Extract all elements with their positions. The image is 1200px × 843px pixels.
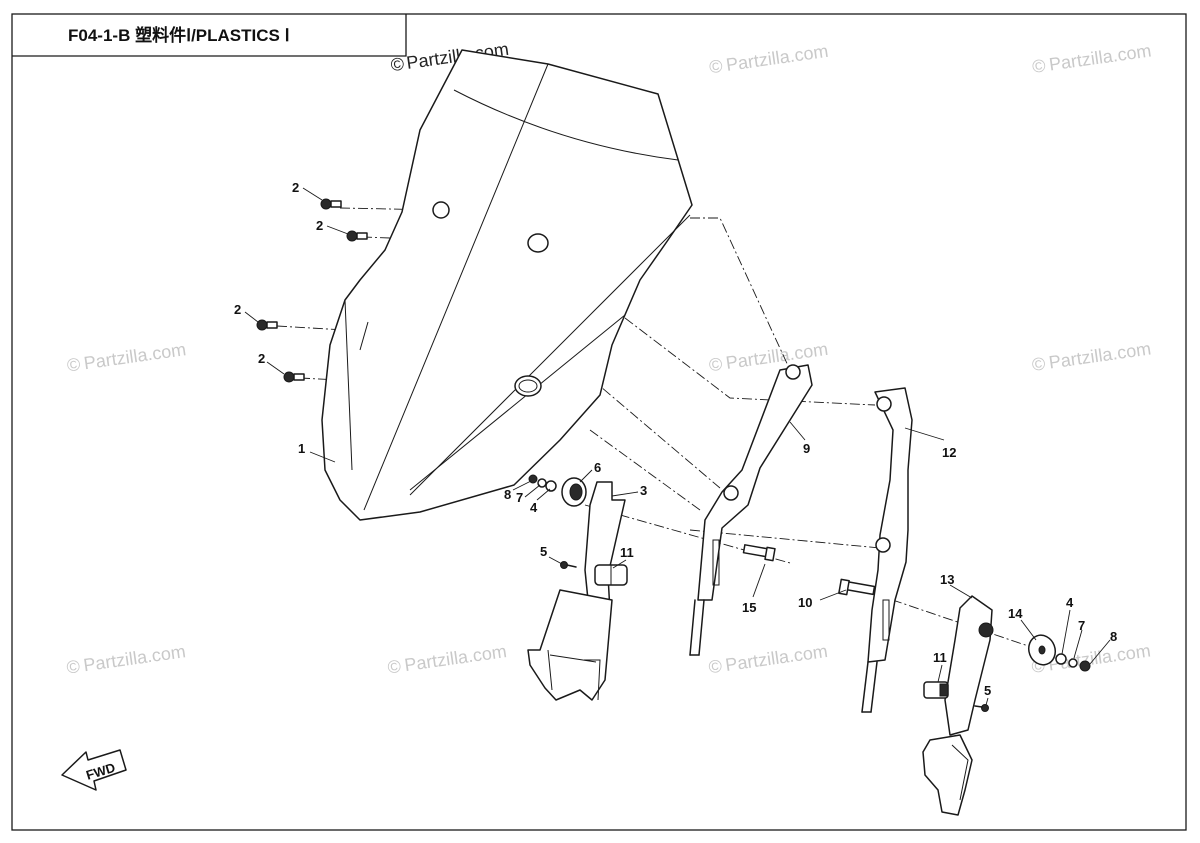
bracket-arm-9 — [689, 364, 813, 656]
callout-label: 11 — [620, 545, 634, 560]
svg-text:©: © — [708, 56, 724, 78]
screw — [346, 230, 368, 242]
svg-text:Partzilla.com: Partzilla.com — [724, 641, 829, 675]
callout-label: 6 — [594, 460, 601, 475]
callout-labels: 1 2 2 2 2 3 4 4 5 5 6 7 7 8 8 9 10 11 11… — [234, 180, 1117, 698]
svg-text:©: © — [707, 656, 723, 678]
knob-14 — [1028, 634, 1056, 666]
hardware-right — [1055, 653, 1091, 672]
callout-label: 7 — [1078, 618, 1085, 633]
fwd-arrow: FWD — [61, 749, 127, 791]
callout-label: 4 — [530, 500, 538, 515]
small-screw-5-right — [974, 704, 989, 712]
svg-text:©: © — [1031, 353, 1047, 375]
callout-label: 2 — [316, 218, 323, 233]
bushing-11-left — [594, 564, 628, 586]
knob-6 — [561, 477, 587, 507]
callout-label: 1 — [298, 441, 305, 456]
callout-label: 7 — [516, 490, 523, 505]
svg-text:©: © — [1031, 55, 1047, 77]
callout-label: 2 — [292, 180, 299, 195]
callout-label: 15 — [742, 600, 756, 615]
svg-text:©: © — [65, 656, 81, 678]
bolt-15 — [742, 544, 776, 562]
svg-text:Partzilla.com: Partzilla.com — [403, 641, 508, 675]
svg-text:Partzilla.com: Partzilla.com — [82, 641, 187, 675]
callout-label: 2 — [258, 351, 265, 366]
callout-label: 9 — [803, 441, 810, 456]
callout-label: 2 — [234, 302, 241, 317]
callout-label: 14 — [1008, 606, 1023, 621]
hardware-left — [528, 474, 557, 492]
bracket-arm-12 — [861, 387, 913, 713]
screw — [320, 198, 342, 210]
svg-text:Partzilla.com: Partzilla.com — [1047, 338, 1152, 372]
copyright-symbol: © — [389, 54, 405, 76]
svg-text:Partzilla.com: Partzilla.com — [725, 339, 830, 373]
callout-label: 3 — [640, 483, 647, 498]
svg-text:Partzilla.com: Partzilla.com — [83, 339, 188, 373]
svg-text:©: © — [386, 656, 402, 678]
callout-label: 8 — [504, 487, 511, 502]
svg-text:Partzilla.com: Partzilla.com — [1048, 40, 1153, 74]
callout-label: 5 — [540, 544, 547, 559]
callout-label: 13 — [940, 572, 954, 587]
callout-label: 4 — [1066, 595, 1074, 610]
callout-label: 8 — [1110, 629, 1117, 644]
callout-label: 11 — [933, 650, 947, 665]
svg-text:©: © — [66, 354, 82, 376]
svg-text:©: © — [708, 354, 724, 376]
mount-bracket-13 — [922, 595, 994, 816]
small-screw-5-left — [560, 561, 577, 569]
diagram-border — [11, 13, 1187, 831]
svg-text:Partzilla.com: Partzilla.com — [725, 41, 830, 75]
callout-label: 5 — [984, 683, 991, 698]
leader-lines — [244, 187, 1111, 706]
screw — [283, 371, 305, 383]
windshield — [321, 49, 693, 521]
callout-label: 10 — [798, 595, 812, 610]
bolt-10 — [838, 578, 876, 596]
bushing-11-right — [923, 681, 949, 699]
callout-label: 12 — [942, 445, 956, 460]
screw — [256, 319, 278, 331]
diagram-title: F04-1-B 塑料件Ⅰ/PLASTICS Ⅰ — [68, 25, 290, 45]
screws-2 — [256, 198, 368, 383]
mount-bracket-3 — [527, 481, 626, 701]
title-box — [12, 14, 407, 57]
